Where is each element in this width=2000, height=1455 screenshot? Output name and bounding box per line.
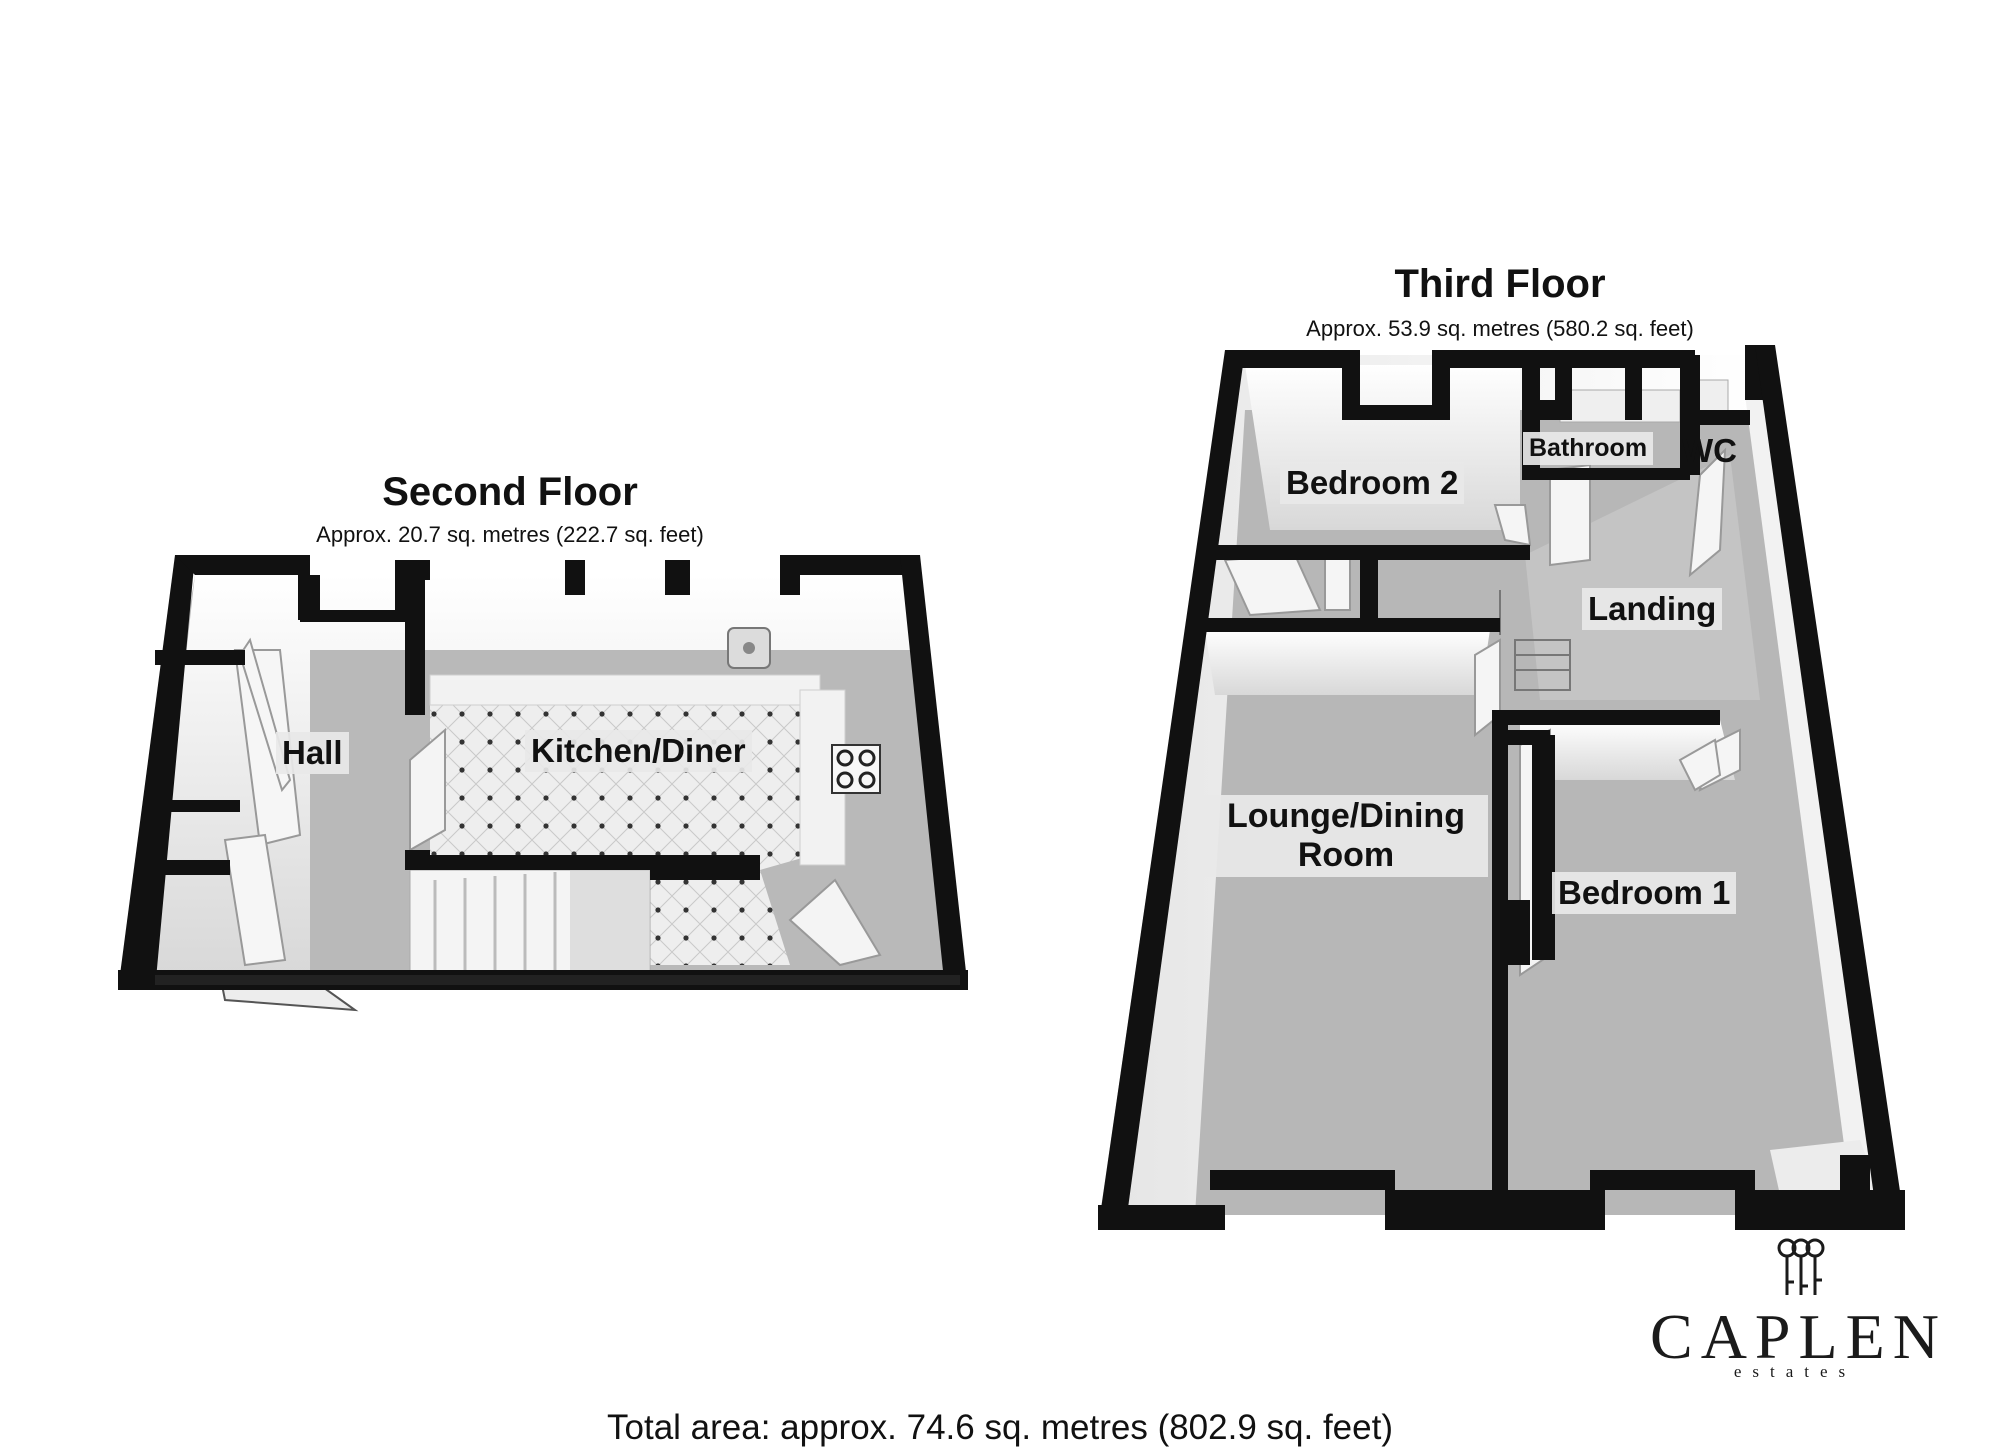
room-label-lounge-dining-room: Lounge/Dining Room — [1204, 795, 1488, 878]
keys-logo-icon — [1777, 1238, 1825, 1295]
room-label-kitchen-diner: Kitchen/Diner — [525, 730, 752, 772]
room-label-bedroom-1: Bedroom 1 — [1552, 872, 1737, 914]
second-floor-wall-faces — [150, 575, 920, 975]
room-label-bedroom-2: Bedroom 2 — [1280, 462, 1465, 504]
kitchen-worktop — [429, 674, 821, 706]
room-label-landing: Landing — [1582, 588, 1723, 630]
second-floor-title: Second Floor — [382, 470, 638, 514]
room-label-hall: Hall — [276, 732, 349, 774]
third-floor-title: Third Floor — [1394, 262, 1606, 306]
third-floor-plan — [1098, 345, 1905, 1230]
room-label-bathroom: Bathroom — [1523, 432, 1654, 465]
brand-subtitle: estates — [1733, 1362, 1857, 1381]
second-floor-area: Approx. 20.7 sq. metres (222.7 sq. feet) — [316, 522, 704, 547]
total-area: Total area: approx. 74.6 sq. metres (802… — [607, 1408, 1393, 1447]
bedroom1-wall-faces — [1520, 720, 1735, 780]
sink-drain-icon — [743, 642, 755, 654]
lower-right-door — [788, 878, 882, 967]
room-label-lounge-line-2: Room — [1297, 836, 1395, 875]
brand-name: CAPLEN — [1650, 1301, 1947, 1372]
room-label-wc: WC — [1682, 432, 1737, 469]
hob-icon — [831, 744, 881, 794]
bedroom2-wall-faces — [1245, 365, 1520, 530]
staircase — [409, 869, 651, 976]
second-floor-plan — [118, 555, 968, 1012]
kitchen-door — [409, 727, 446, 852]
third-floor-walls — [1098, 345, 1905, 1230]
lounge-wall-faces — [1205, 630, 1490, 695]
room-label-lounge-line-1: Lounge/Dining — [1227, 797, 1465, 835]
bath-icon — [1559, 389, 1681, 423]
third-floor-wall-faces — [1120, 355, 1755, 1215]
third-floor-area: Approx. 53.9 sq. metres (580.2 sq. feet) — [1306, 316, 1694, 341]
